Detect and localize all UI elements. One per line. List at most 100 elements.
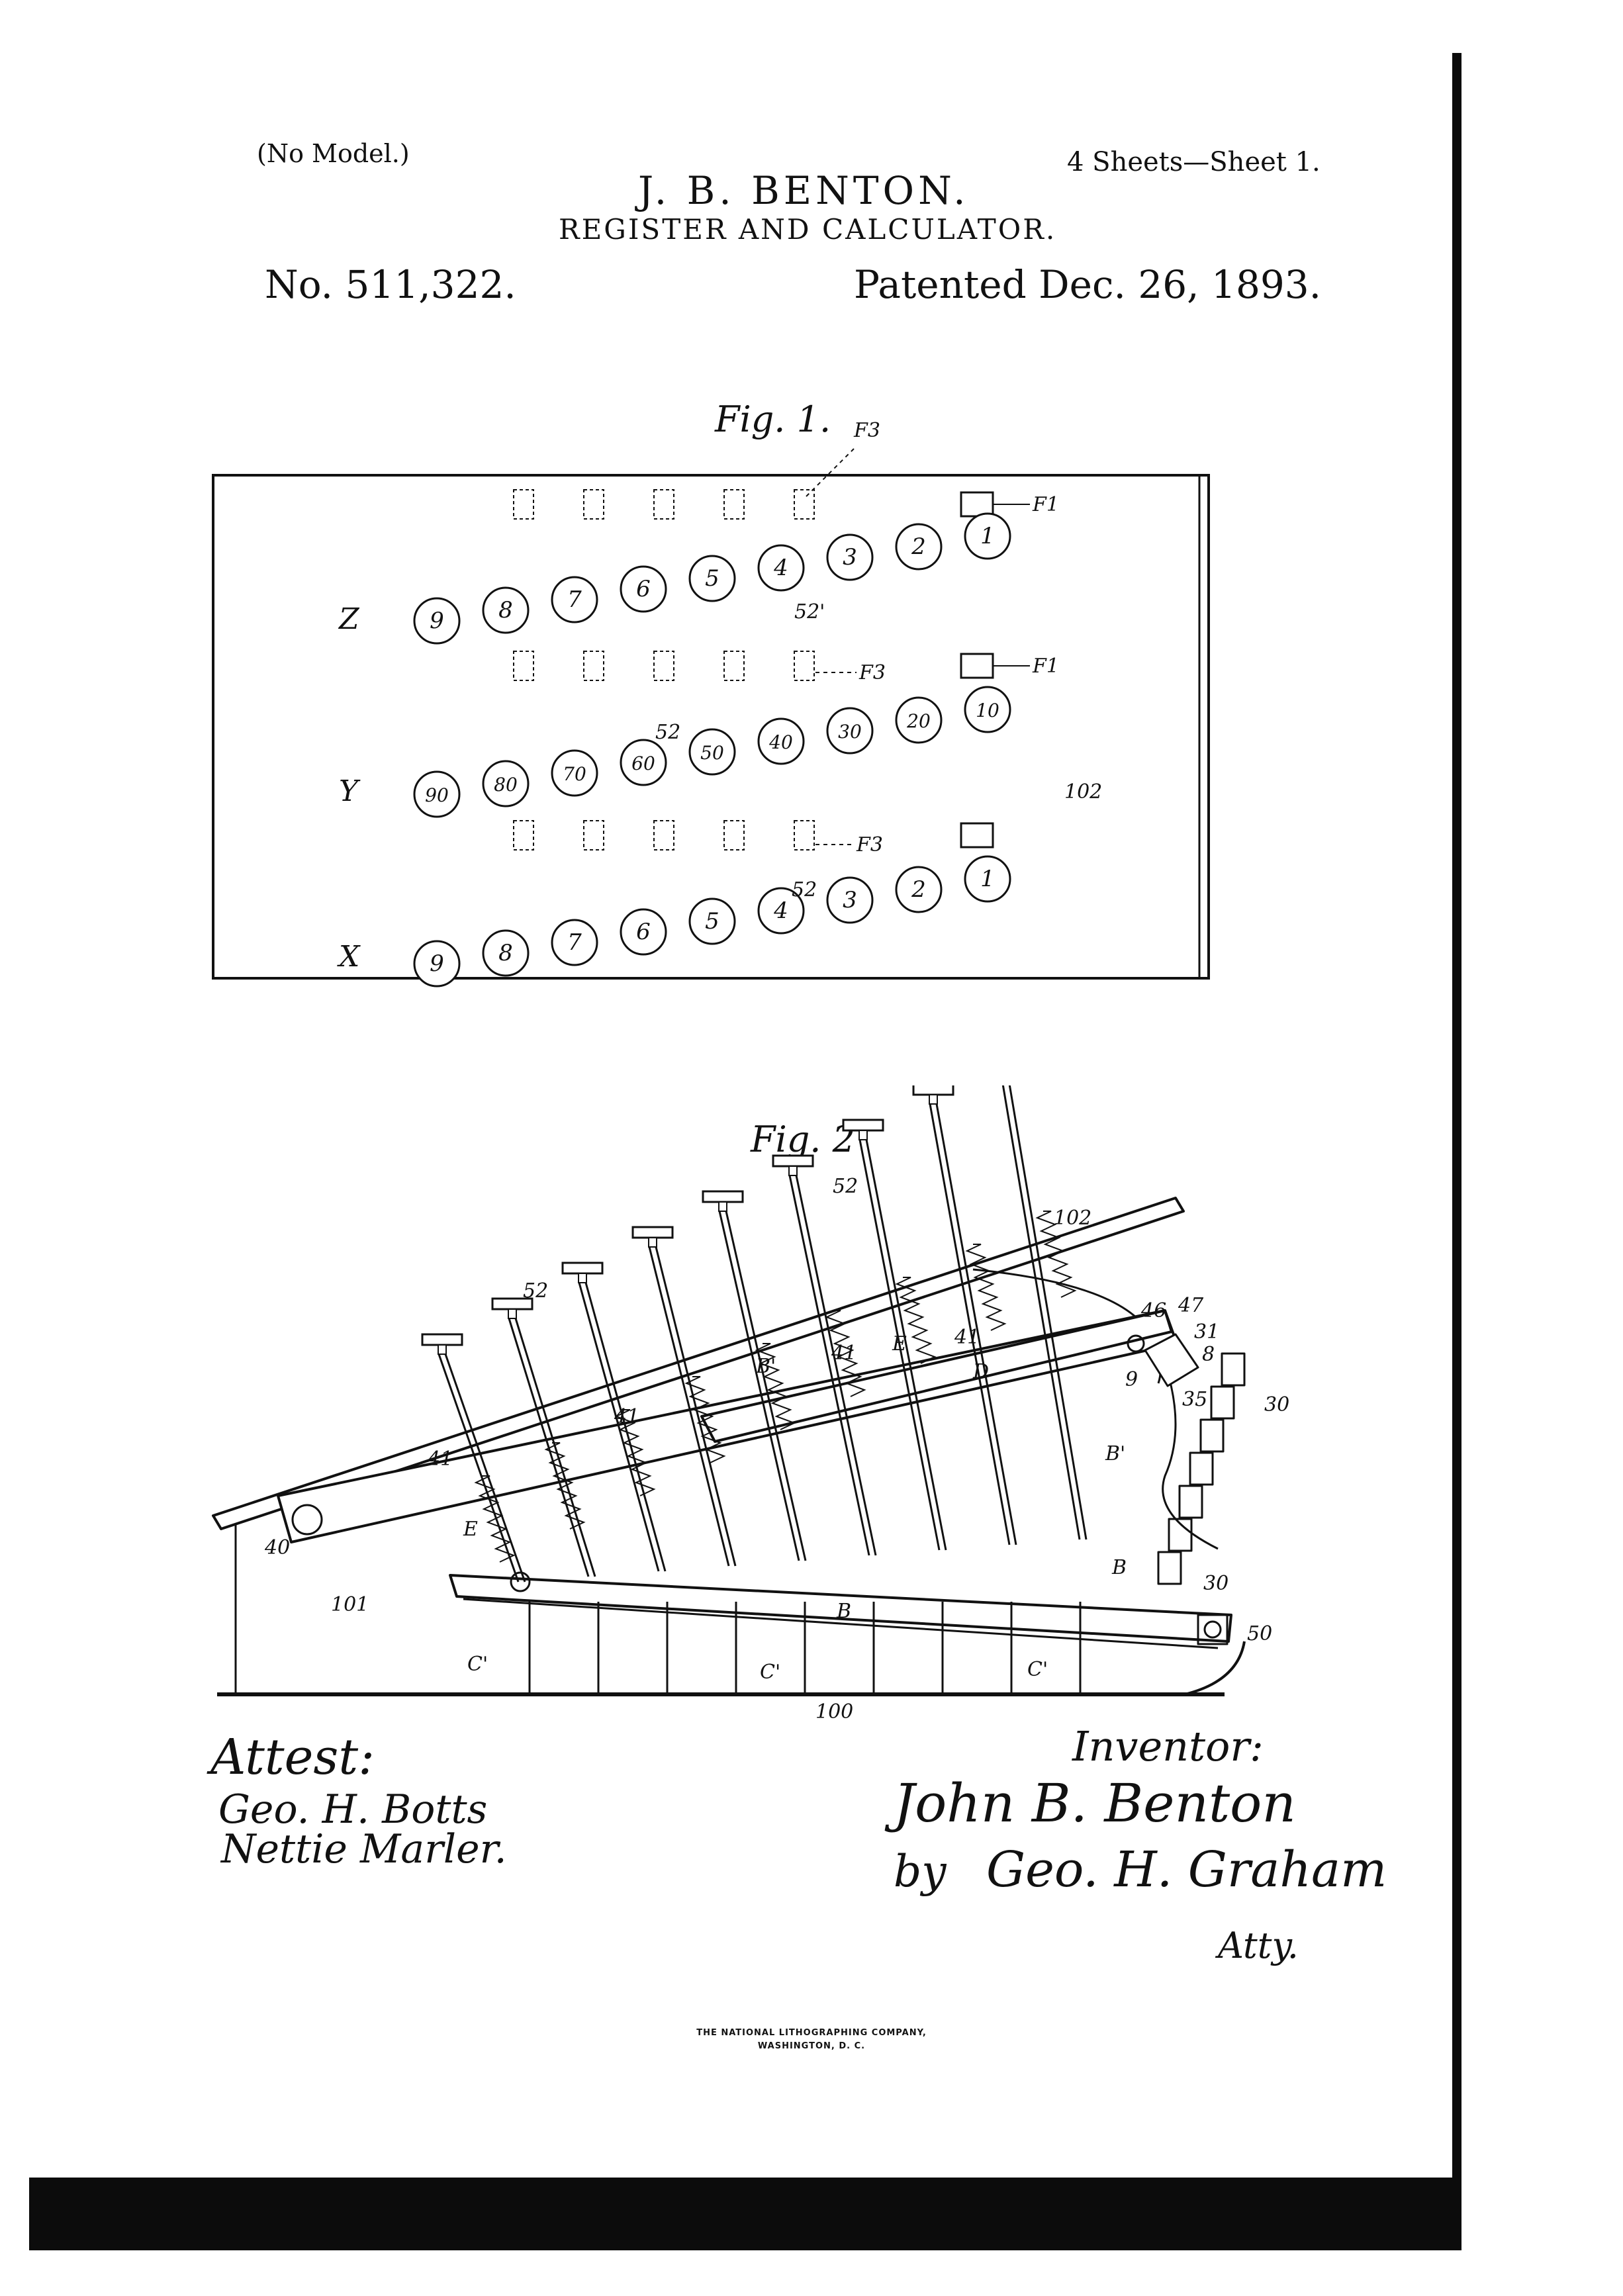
indicator-slot — [723, 820, 745, 850]
ref-52-left: 52 — [523, 1279, 548, 1303]
ref-41-a: 41 — [954, 1326, 980, 1349]
key-cap — [631, 1226, 674, 1239]
key-label: 3 — [843, 887, 857, 913]
key-y-40: 40 — [757, 717, 805, 765]
key-z-3: 3 — [826, 533, 874, 581]
key-x-6: 6 — [620, 908, 667, 956]
indicator-slot — [653, 489, 674, 520]
ref-f3-low: F3 — [856, 833, 883, 856]
key-neck — [858, 1130, 868, 1140]
key-stem — [718, 1211, 800, 1561]
ref-41-d: 41 — [427, 1447, 453, 1471]
key-circle — [482, 760, 530, 807]
ref-41-b: 41 — [831, 1342, 857, 1365]
indicator-slot — [794, 820, 815, 850]
key-circle — [964, 512, 1011, 560]
key-x-9: 9 — [413, 940, 461, 987]
key-z-7: 7 — [551, 576, 598, 623]
key-circle — [482, 929, 530, 977]
indicator-box — [960, 822, 994, 849]
ref-f1-mid: F1 — [1032, 655, 1059, 678]
indicator-slot — [653, 651, 674, 681]
ref-b-small: B — [1111, 1556, 1127, 1579]
key-neck — [648, 1237, 657, 1248]
key-z-2: 2 — [895, 523, 943, 571]
key-z-9: 9 — [413, 597, 461, 645]
witness-2-signature: Nettie Marler. — [220, 1826, 507, 1872]
key-circle — [826, 707, 874, 755]
key-y-10: 10 — [964, 686, 1011, 733]
key-label: 6 — [636, 919, 651, 945]
key-stem — [929, 1103, 1011, 1545]
key-z-4: 4 — [757, 544, 805, 592]
key-circle — [688, 728, 736, 776]
key-label: 20 — [906, 710, 931, 732]
patent-title: REGISTER AND CALCULATOR. — [559, 213, 1057, 246]
key-spring — [544, 1442, 586, 1530]
key-z-6: 6 — [620, 565, 667, 613]
key-circle — [688, 555, 736, 602]
key-label: 3 — [843, 544, 857, 571]
ref-102-plate: 102 — [1064, 780, 1102, 804]
key-spring — [684, 1376, 726, 1463]
ref-b: B — [836, 1600, 851, 1623]
ref-b-prime-top: B' — [755, 1355, 776, 1378]
key-z-5: 5 — [688, 555, 736, 602]
key-stem — [648, 1246, 730, 1567]
ref-31: 31 — [1194, 1320, 1219, 1344]
key-label: 1 — [980, 523, 995, 549]
key-cap — [421, 1333, 463, 1346]
printer-line-1: THE NATIONAL LITHOGRAPHING COMPANY, — [696, 2028, 927, 2038]
signature-block: Attest: Geo. H. Botts Nettie Marler. Inv… — [207, 1722, 1387, 1966]
key-circle — [482, 586, 530, 634]
key-stem — [444, 1354, 526, 1583]
key-label: 7 — [567, 586, 582, 613]
key-label: 90 — [425, 784, 449, 806]
key-neck — [788, 1166, 798, 1176]
indicator-slot — [723, 489, 745, 520]
row-label-y: Y — [339, 774, 361, 808]
key-cap — [702, 1190, 744, 1203]
key-stem — [655, 1246, 737, 1567]
key-y-30: 30 — [826, 707, 874, 755]
ref-47: 47 — [1178, 1294, 1204, 1317]
sheet-number: 4 Sheets—Sheet 1. — [1067, 147, 1321, 177]
key-neck — [508, 1309, 517, 1319]
ref-f1-top: F1 — [1032, 493, 1059, 516]
key-label: 1 — [980, 866, 995, 892]
fig2-reference-labels: 52 52 102 46 47 31 8 9 35 30 30 41 41 41… — [264, 1175, 1289, 1723]
key-stem — [1008, 1085, 1088, 1540]
key-circle — [551, 749, 598, 797]
fig1-reference-marks — [806, 448, 1030, 845]
keyboard-plate — [212, 474, 1210, 980]
key-circle — [826, 876, 874, 924]
ref-52-top: 52 — [833, 1175, 858, 1198]
attorney-signature: Geo. H. Graham — [986, 1841, 1387, 1898]
key-label: 40 — [768, 731, 793, 753]
key-circle — [757, 887, 805, 935]
key-label: 10 — [976, 700, 999, 721]
key-label: 6 — [636, 576, 651, 602]
key-y-60: 60 — [620, 739, 667, 786]
key-x-4: 4 — [757, 887, 805, 935]
key-spring — [755, 1343, 796, 1430]
key-label: 2 — [911, 533, 926, 560]
fig1-row-labels: Z Y X — [337, 602, 361, 974]
attorney-label: Atty. — [1215, 1925, 1299, 1966]
key-circle — [895, 523, 943, 571]
figure-2: Fig. 2 — [212, 1085, 1289, 1723]
row-label-z: Z — [338, 602, 360, 636]
key-circle — [688, 897, 736, 945]
key-x-1: 1 — [964, 855, 1011, 903]
attest-label: Attest: — [207, 1729, 375, 1786]
ref-102: 102 — [1054, 1207, 1091, 1230]
key-circle — [620, 565, 667, 613]
key-spring — [1035, 1211, 1077, 1298]
inventor-label: Inventor: — [1072, 1722, 1264, 1770]
key-label: 7 — [567, 929, 582, 956]
indicator-slot — [723, 651, 745, 681]
indicator-slot — [513, 820, 534, 850]
indicator-slot — [513, 489, 534, 520]
key-circle — [757, 544, 805, 592]
key-label: 2 — [911, 876, 926, 903]
